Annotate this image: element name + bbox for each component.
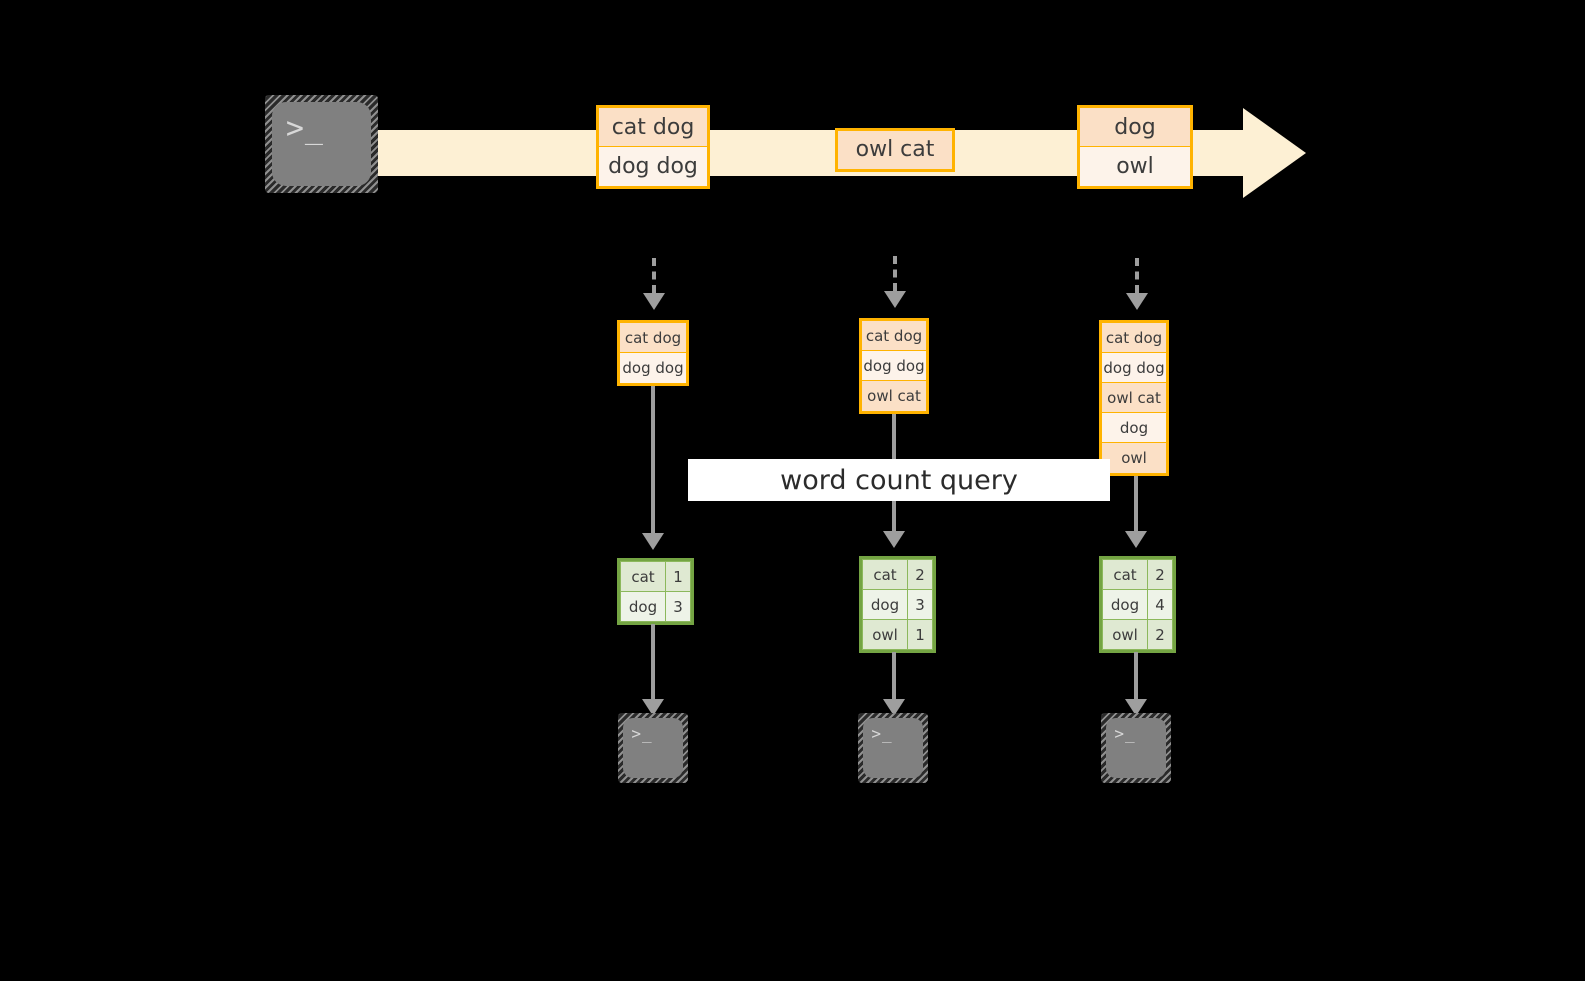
result-count: 2 bbox=[907, 559, 933, 590]
terminal-screen: >_ bbox=[1106, 718, 1166, 778]
ingest-dashed-line bbox=[893, 256, 897, 291]
stream-arrowhead-icon bbox=[1243, 108, 1306, 198]
snapshot-2-result-table[interactable]: cat 2 dog 3 owl 1 bbox=[859, 556, 936, 653]
terminal-prompt-glyph: >_ bbox=[285, 110, 324, 146]
query-label-text: word count query bbox=[780, 464, 1018, 496]
stream-message-batch-1[interactable]: cat dog dog dog bbox=[596, 105, 710, 189]
result-count: 2 bbox=[1147, 559, 1173, 590]
result-grid: cat 1 dog 3 bbox=[620, 561, 691, 622]
result-grid: cat 2 dog 3 owl 1 bbox=[862, 559, 933, 650]
input-record-row: owl cat bbox=[1102, 383, 1166, 413]
snapshot-1-sink-terminal-icon[interactable]: >_ bbox=[618, 713, 688, 783]
table-row: dog 4 bbox=[1102, 589, 1173, 620]
snapshot-3-sink-arrow-icon bbox=[1125, 699, 1147, 716]
ingest-arrow-head-icon bbox=[884, 291, 906, 308]
ingest-arrow-head-icon bbox=[1126, 293, 1148, 310]
result-word: owl bbox=[1102, 619, 1148, 650]
input-record-row: owl bbox=[1102, 443, 1166, 473]
result-word: cat bbox=[620, 561, 666, 592]
input-record-row: cat dog bbox=[1102, 323, 1166, 353]
ingest-arrow-head-icon bbox=[643, 293, 665, 310]
terminal-prompt-glyph: >_ bbox=[631, 724, 653, 744]
input-record-row: dog bbox=[1102, 413, 1166, 443]
stream-message-row: owl bbox=[1080, 147, 1190, 186]
ingest-dashed-line bbox=[652, 258, 656, 293]
result-word: cat bbox=[862, 559, 908, 590]
table-row: owl 1 bbox=[862, 619, 933, 650]
result-word: dog bbox=[620, 591, 666, 622]
table-row: cat 1 bbox=[620, 561, 691, 592]
snapshot-2-sink-terminal-icon[interactable]: >_ bbox=[858, 713, 928, 783]
snapshot-3-sink-terminal-icon[interactable]: >_ bbox=[1101, 713, 1171, 783]
result-count: 4 bbox=[1147, 589, 1173, 620]
snapshot-2-sink-arrow-icon bbox=[883, 699, 905, 716]
table-row: dog 3 bbox=[862, 589, 933, 620]
result-grid: cat 2 dog 4 owl 2 bbox=[1102, 559, 1173, 650]
stream-message-row: dog dog bbox=[599, 147, 707, 186]
table-row: owl 2 bbox=[1102, 619, 1173, 650]
input-record-row: dog dog bbox=[620, 353, 686, 383]
terminal-prompt-glyph: >_ bbox=[871, 724, 893, 744]
result-count: 1 bbox=[907, 619, 933, 650]
terminal-screen: >_ bbox=[623, 718, 683, 778]
input-record-row: dog dog bbox=[862, 351, 926, 381]
input-record-row: cat dog bbox=[620, 323, 686, 353]
table-row: cat 2 bbox=[1102, 559, 1173, 590]
result-word: owl bbox=[862, 619, 908, 650]
result-word: cat bbox=[1102, 559, 1148, 590]
snapshot-1-result-table[interactable]: cat 1 dog 3 bbox=[617, 558, 694, 625]
snapshot-1-query-arrow-icon bbox=[642, 533, 664, 550]
terminal-prompt-glyph: >_ bbox=[1114, 724, 1136, 744]
stream-message-batch-3[interactable]: dog owl bbox=[1077, 105, 1193, 189]
stream-message-batch-2[interactable]: owl cat bbox=[835, 128, 955, 172]
ingest-dashed-line bbox=[1135, 258, 1139, 293]
query-label: word count query bbox=[688, 459, 1110, 501]
snapshot-1-query-line bbox=[651, 386, 655, 533]
snapshot-2-input-records[interactable]: cat dog dog dog owl cat bbox=[859, 318, 929, 414]
snapshot-3-input-records[interactable]: cat dog dog dog owl cat dog owl bbox=[1099, 320, 1169, 476]
result-word: dog bbox=[862, 589, 908, 620]
snapshot-1-sink-arrow-icon bbox=[642, 699, 664, 716]
stream-message-row: owl cat bbox=[838, 131, 952, 169]
snapshot-3-query-line bbox=[1134, 476, 1138, 531]
snapshot-1-input-records[interactable]: cat dog dog dog bbox=[617, 320, 689, 386]
stream-message-row: dog bbox=[1080, 108, 1190, 147]
input-record-row: owl cat bbox=[862, 381, 926, 411]
result-count: 2 bbox=[1147, 619, 1173, 650]
result-word: dog bbox=[1102, 589, 1148, 620]
stream-message-row: cat dog bbox=[599, 108, 707, 147]
terminal-screen: >_ bbox=[272, 102, 371, 186]
snapshot-3-query-arrow-icon bbox=[1125, 531, 1147, 548]
table-row: cat 2 bbox=[862, 559, 933, 590]
snapshot-2-sink-line bbox=[892, 652, 896, 699]
result-count: 3 bbox=[907, 589, 933, 620]
snapshot-1-sink-line bbox=[651, 624, 655, 699]
source-terminal-icon[interactable]: >_ bbox=[265, 95, 378, 193]
snapshot-2-query-arrow-icon bbox=[883, 531, 905, 548]
result-count: 1 bbox=[665, 561, 691, 592]
table-row: dog 3 bbox=[620, 591, 691, 622]
terminal-screen: >_ bbox=[863, 718, 923, 778]
snapshot-3-sink-line bbox=[1134, 652, 1138, 699]
snapshot-3-result-table[interactable]: cat 2 dog 4 owl 2 bbox=[1099, 556, 1176, 653]
result-count: 3 bbox=[665, 591, 691, 622]
input-record-row: cat dog bbox=[862, 321, 926, 351]
input-record-row: dog dog bbox=[1102, 353, 1166, 383]
